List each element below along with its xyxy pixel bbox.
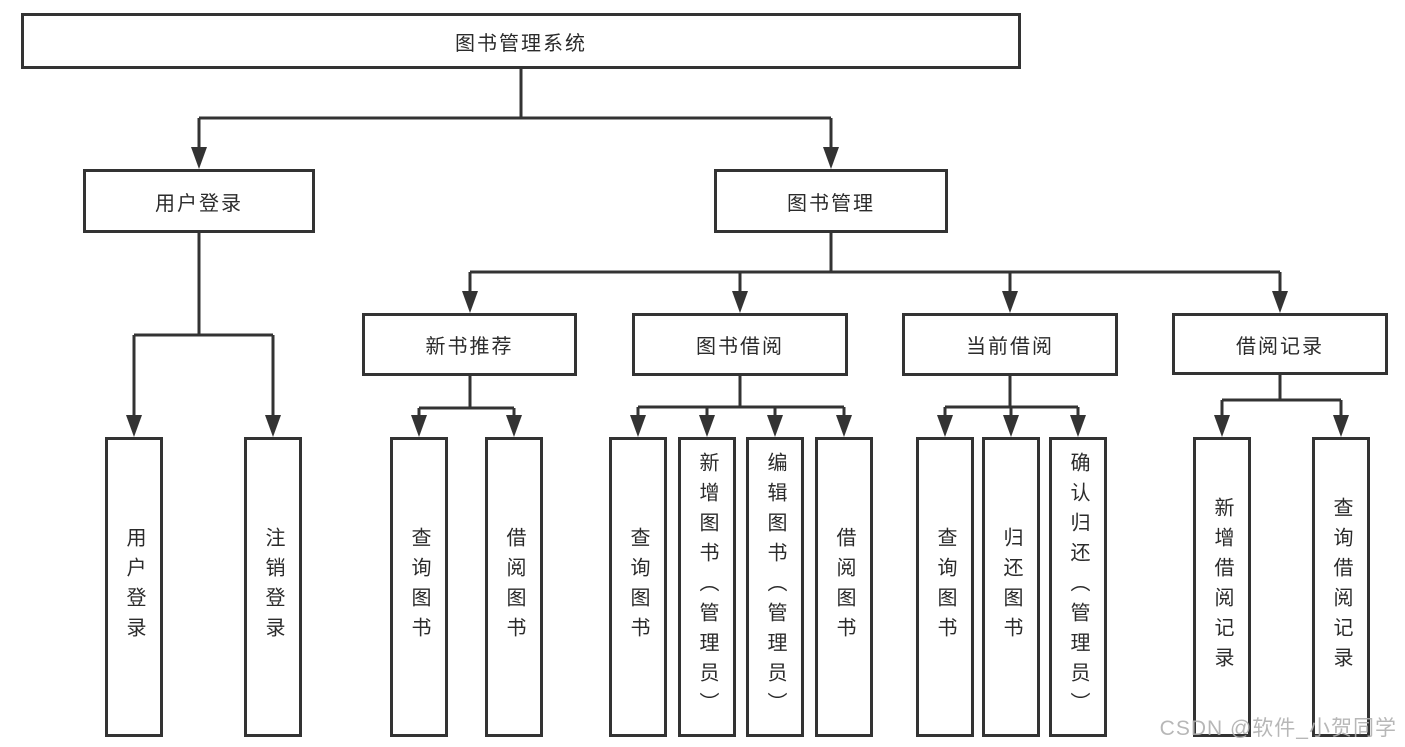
- node-label: 新增借阅记录: [1211, 497, 1233, 677]
- leaf-add-books-admin: 新增图书（管理员）: [678, 437, 736, 737]
- node-label: 新增图书（管理员）: [696, 452, 718, 722]
- leaf-user-login: 用户登录: [105, 437, 163, 737]
- node-label: 查询图书: [627, 527, 649, 647]
- node-label: 查询借阅记录: [1330, 497, 1352, 677]
- node-library-system: 图书管理系统: [21, 13, 1021, 69]
- node-label: 确认归还（管理员）: [1067, 452, 1089, 722]
- node-label: 图书管理: [787, 192, 875, 215]
- leaf-confirm-return-admin: 确认归还（管理员）: [1049, 437, 1107, 737]
- leaf-add-borrow-record: 新增借阅记录: [1193, 437, 1251, 737]
- node-label: 借阅记录: [1236, 335, 1324, 358]
- node-label: 查询图书: [934, 527, 956, 647]
- node-label: 图书管理系统: [455, 32, 587, 55]
- leaf-query-borrow-record: 查询借阅记录: [1312, 437, 1370, 737]
- node-label: 用户登录: [123, 527, 145, 647]
- csdn-watermark: CSDN @软件_小贺同学: [1159, 717, 1397, 740]
- node-new-book-recommendation: 新书推荐: [362, 313, 577, 376]
- node-current-borrowing: 当前借阅: [902, 313, 1118, 376]
- node-borrowing-records: 借阅记录: [1172, 313, 1388, 375]
- leaf-query-books-recommend: 查询图书: [390, 437, 448, 737]
- node-user-login: 用户登录: [83, 169, 315, 233]
- node-label: 借阅图书: [503, 527, 525, 647]
- leaf-logout: 注销登录: [244, 437, 302, 737]
- node-book-borrowing: 图书借阅: [632, 313, 848, 376]
- leaf-edit-books-admin: 编辑图书（管理员）: [746, 437, 804, 737]
- leaf-borrow-books: 借阅图书: [815, 437, 873, 737]
- leaf-borrow-books-recommend: 借阅图书: [485, 437, 543, 737]
- node-label: 图书借阅: [696, 336, 784, 358]
- leaf-query-books-current: 查询图书: [916, 437, 974, 737]
- node-label: 用户登录: [155, 192, 243, 215]
- node-label: 新书推荐: [425, 336, 514, 358]
- node-label: 查询图书: [408, 527, 430, 647]
- leaf-query-books-borrowing: 查询图书: [609, 437, 667, 737]
- node-label: 借阅图书: [833, 527, 855, 647]
- node-label: 编辑图书（管理员）: [764, 452, 786, 722]
- node-label: 注销登录: [262, 527, 284, 647]
- node-book-management: 图书管理: [714, 169, 948, 233]
- node-label: 当前借阅: [966, 336, 1054, 358]
- node-label: 归还图书: [1000, 527, 1022, 647]
- leaf-return-books: 归还图书: [982, 437, 1040, 737]
